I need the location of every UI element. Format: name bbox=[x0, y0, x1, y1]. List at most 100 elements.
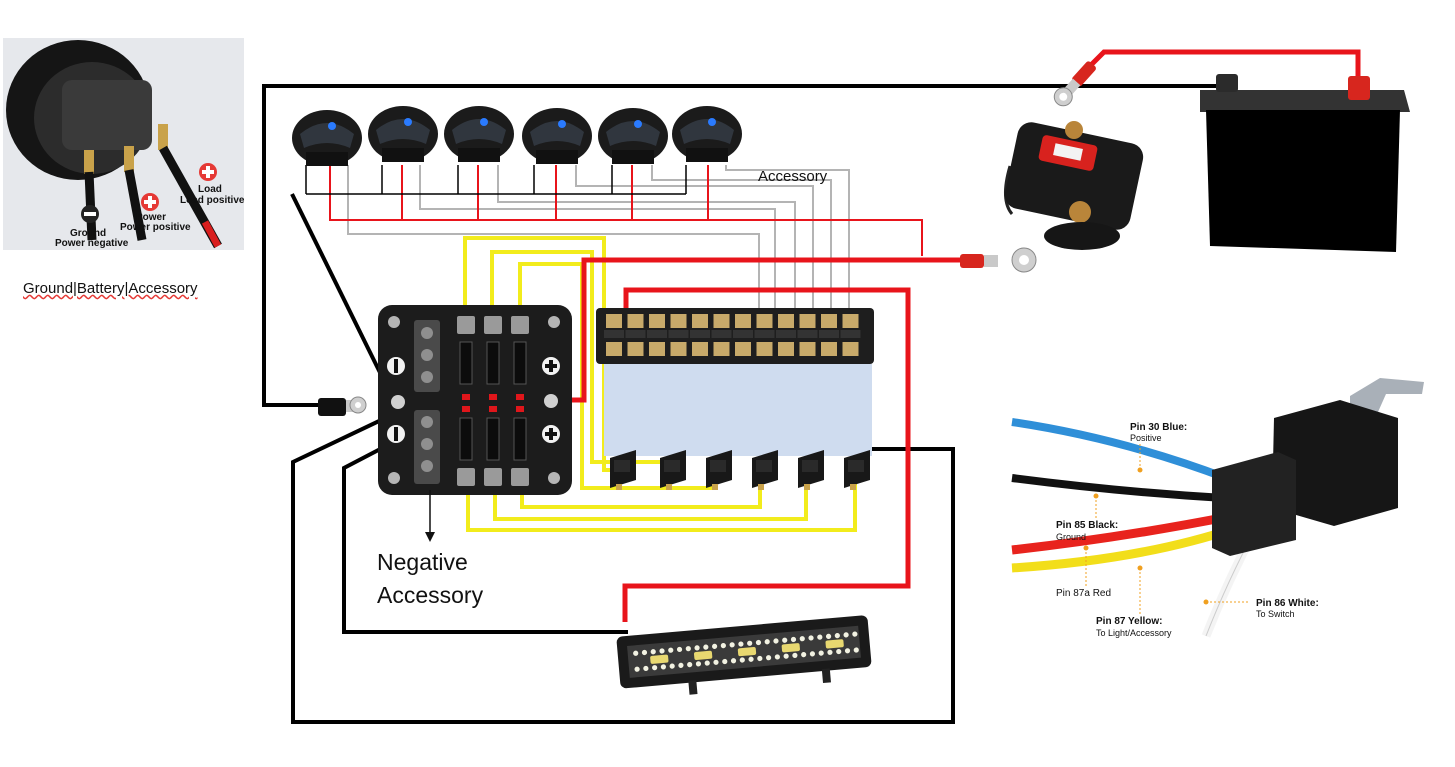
led-cell bbox=[799, 636, 805, 642]
fuse-led-3 bbox=[516, 394, 524, 400]
relay-pin-leaders bbox=[1085, 444, 1250, 614]
led-cell bbox=[669, 663, 675, 669]
switch-housing bbox=[306, 152, 348, 166]
relay-row bbox=[610, 450, 870, 490]
accessory-label: Accessory bbox=[758, 168, 828, 185]
bus-screws bbox=[421, 327, 433, 472]
relay-bus-to-light-wire bbox=[622, 287, 911, 622]
switch-housing bbox=[612, 150, 654, 164]
led-cell bbox=[730, 658, 737, 664]
bus-screw-5 bbox=[421, 438, 433, 450]
plus-icon-load bbox=[199, 163, 217, 181]
led-light-bar bbox=[616, 615, 872, 695]
led-cell bbox=[641, 649, 648, 656]
terminal-divider bbox=[604, 330, 624, 338]
relay-window bbox=[664, 460, 680, 472]
terminal-screw-top bbox=[778, 314, 794, 328]
rocker-switch-5 bbox=[598, 108, 668, 164]
pin30-label: Pin 30 Blue: bbox=[1130, 422, 1187, 433]
led-indicator bbox=[328, 122, 336, 130]
terminal-screw-top bbox=[799, 314, 816, 328]
rocker-top bbox=[606, 121, 660, 146]
terminal-screw-bottom bbox=[735, 342, 751, 356]
ring-terminal-ground bbox=[318, 396, 367, 416]
led-cell bbox=[676, 646, 683, 653]
led-cell bbox=[668, 647, 674, 653]
battery-positive-wire bbox=[1066, 49, 1361, 90]
relay-window bbox=[710, 460, 726, 472]
led-cell bbox=[755, 639, 762, 646]
relay-window bbox=[848, 460, 864, 472]
terminal-divider bbox=[690, 330, 710, 338]
led-cell bbox=[764, 639, 770, 645]
relay-pin bbox=[804, 484, 810, 490]
led-cell bbox=[704, 660, 710, 666]
breaker-reset-window bbox=[1053, 143, 1083, 161]
fuse-led-6 bbox=[516, 406, 524, 412]
mount-screw-2 bbox=[548, 316, 560, 328]
led-cell bbox=[720, 642, 726, 649]
led-cell bbox=[703, 644, 709, 650]
plus-icon bbox=[542, 357, 560, 375]
relay-3 bbox=[706, 450, 732, 490]
load-sub-label: Load positive bbox=[180, 195, 245, 206]
signal-wire-4 bbox=[575, 165, 814, 310]
terminal-screw-bottom bbox=[821, 342, 837, 356]
terminal-screw-bottom bbox=[606, 342, 622, 356]
led-cell bbox=[774, 654, 780, 660]
fuse-terminal-screws bbox=[457, 316, 529, 486]
led-cell bbox=[687, 662, 693, 668]
negative-accessory-label-line1: Negative bbox=[377, 549, 468, 575]
fuse-to-relay-1 bbox=[463, 236, 617, 472]
terminal-screw-top bbox=[713, 314, 730, 328]
battery-lid bbox=[1200, 90, 1410, 112]
led-cell bbox=[757, 655, 763, 662]
terminal-divider bbox=[711, 330, 732, 338]
terminal-strip bbox=[596, 308, 874, 456]
led-cell bbox=[685, 646, 691, 652]
bus-screw-6 bbox=[421, 460, 433, 472]
switch-housing bbox=[686, 148, 728, 162]
relay-cube bbox=[1272, 400, 1398, 526]
mount-screw-4 bbox=[548, 472, 560, 484]
terminal-divider bbox=[733, 330, 753, 338]
led-cell bbox=[808, 635, 814, 641]
fuse-slot-3 bbox=[513, 341, 527, 385]
terminal-screws bbox=[604, 314, 861, 356]
ground-sub-label: Power negative bbox=[55, 238, 129, 249]
fuse-status-leds bbox=[462, 394, 524, 412]
switch-housing bbox=[382, 148, 424, 162]
led-cell bbox=[738, 641, 744, 647]
plus-icon bbox=[542, 425, 560, 443]
fuse-block-body bbox=[378, 305, 572, 495]
led-indicator bbox=[404, 118, 412, 126]
terminal-screw-bottom bbox=[649, 342, 665, 356]
relay-5 bbox=[798, 450, 824, 490]
switch-housing bbox=[536, 150, 578, 164]
relay-window bbox=[756, 460, 772, 472]
relay-pin bbox=[850, 484, 856, 490]
pin87-sub-label: To Light/Accessory bbox=[1096, 628, 1172, 638]
signal-wire-3 bbox=[497, 165, 796, 310]
switch-signal-wires bbox=[347, 165, 850, 310]
mount-screw-1 bbox=[388, 316, 400, 328]
terminal-divider bbox=[776, 330, 796, 338]
led-cell bbox=[825, 633, 832, 639]
terminal-divider bbox=[647, 330, 667, 338]
top-terminal-1 bbox=[457, 316, 475, 334]
arrow-head-icon bbox=[425, 532, 435, 542]
fuse-to-relay-4 bbox=[466, 480, 857, 532]
pin86-sub-label: To Switch bbox=[1256, 609, 1295, 619]
relay-pin87a-wire bbox=[1011, 511, 1233, 555]
relay-pin bbox=[712, 484, 718, 490]
bottom-terminal-3 bbox=[511, 468, 529, 486]
switch-terminal-caption: Ground|Battery|Accessory bbox=[23, 280, 198, 297]
bottom-terminal-1 bbox=[457, 468, 475, 486]
led-spot bbox=[694, 650, 713, 661]
led-cell bbox=[782, 637, 788, 643]
terminal-screw-bottom bbox=[713, 342, 730, 356]
terminal-divider bbox=[797, 330, 818, 338]
fuse-slot-4 bbox=[459, 417, 473, 461]
signal-wire-5 bbox=[651, 165, 832, 310]
